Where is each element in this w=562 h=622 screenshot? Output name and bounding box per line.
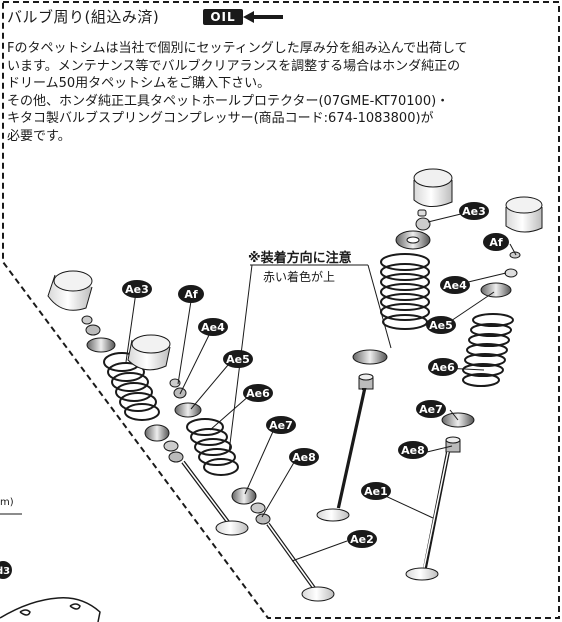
- orientation-note: ※装着方向に注意: [248, 251, 352, 266]
- stem-seal-icon: [358, 373, 374, 390]
- tappet-bucket-icon: [47, 270, 93, 311]
- part-label-ae4-right: Ae4: [440, 276, 470, 294]
- valve-spring-icon: [462, 313, 514, 387]
- part-label-ae6-right: Ae6: [428, 358, 458, 376]
- valve-icon: [181, 460, 249, 536]
- spring-retainer-icon: [174, 402, 202, 418]
- spring-seat-icon: [144, 424, 170, 442]
- part-label-ae4: Ae4: [198, 318, 228, 336]
- tappet-bucket-icon: [413, 168, 453, 207]
- unit-fragment: m): [0, 497, 14, 508]
- part-label-ae1: Ae1: [361, 482, 391, 500]
- description-line: Fのタペットシムは当社で個別にセッティングした厚み分を組み込んで出荷して: [7, 41, 468, 56]
- description-text: Fのタペットシムは当社で個別にセッティングした厚み分を組み込んで出荷して います…: [7, 40, 555, 145]
- part-label-ae3: Ae3: [122, 280, 152, 298]
- valve-cotter-icon: [415, 209, 431, 231]
- gasket-fragment-icon: [0, 597, 101, 622]
- part-label-text: Ae7: [269, 419, 293, 432]
- leader-line: [367, 264, 392, 349]
- stem-seal-icon: [250, 502, 271, 525]
- description-line: 必要です。: [7, 128, 71, 144]
- stem-seal-icon: [445, 436, 461, 453]
- part-label-text: Ae5: [226, 353, 250, 366]
- section-title: バルブ周り(組込み済): [7, 8, 160, 26]
- part-label-ae5: Ae5: [223, 350, 253, 368]
- description-line: います。メンテナンス等でバルブクリアランスを調整する場合はホンダ純正の: [7, 58, 461, 74]
- part-label-ae7-right: Ae7: [416, 400, 446, 418]
- description-line: その他、ホンダ純正工具タペットホールプロテクター(07GME-KT70100)・: [7, 93, 450, 109]
- part-label-ae6: Ae6: [243, 384, 273, 402]
- spring-retainer-icon: [480, 282, 512, 298]
- tappet-bucket-icon: [505, 196, 543, 233]
- part-label-text: Ae8: [292, 451, 316, 464]
- part-label-text: Ae6: [246, 387, 270, 400]
- part-label-text: Ae4: [443, 279, 467, 292]
- spring-retainer-icon: [395, 230, 431, 250]
- spring-seat-icon: [231, 487, 257, 505]
- spring-retainer-icon: [86, 337, 116, 353]
- part-label-text: Ae5: [429, 319, 453, 332]
- valve-cotter-icon: [81, 315, 101, 336]
- part-label-text: Ae6: [431, 361, 455, 374]
- badge-fragment: d3: [0, 561, 12, 579]
- part-label-text: Ae3: [125, 283, 149, 296]
- part-label-text: Ae3: [462, 205, 486, 218]
- part-label-ae8-right: Ae8: [398, 441, 428, 459]
- leader-lines: [125, 212, 517, 562]
- part-label-text: Ae7: [419, 403, 443, 416]
- part-label-ae3-right: Ae3: [459, 202, 489, 220]
- part-label-ae8: Ae8: [289, 448, 319, 466]
- part-label-text: Ae4: [201, 321, 225, 334]
- oil-badge: OIL: [203, 9, 243, 25]
- valve-icon: [405, 451, 450, 581]
- part-label-text: Ae1: [364, 485, 388, 498]
- description-line: キタコ製バルブスプリングコンプレッサー(商品コード:674-1083800)が: [7, 111, 434, 126]
- part-label-text: Ae8: [401, 444, 425, 457]
- svg-text:d3: d3: [0, 566, 10, 577]
- part-label-ae7: Ae7: [266, 416, 296, 434]
- part-label-text: Af: [489, 236, 503, 249]
- stem-seal-icon: [163, 440, 184, 463]
- valve-icon: [266, 522, 335, 602]
- part-label-af-right: Af: [483, 233, 509, 251]
- part-label-text: Af: [184, 288, 198, 301]
- spring-seat-icon: [352, 349, 388, 365]
- valve-icon: [316, 388, 367, 522]
- orientation-note-sub: 赤い着色が上: [263, 270, 336, 284]
- part-label-ae2: Ae2: [347, 530, 377, 548]
- part-label-ae5-right: Ae5: [426, 316, 456, 334]
- shim-icon: [504, 251, 521, 278]
- oil-arrow-icon: [243, 11, 283, 23]
- part-label-af: Af: [178, 285, 204, 303]
- part-label-text: Ae2: [350, 533, 374, 546]
- valve-spring-icon: [380, 253, 430, 330]
- valve-spring-icon: [186, 418, 239, 476]
- description-line: ドリーム50用タペットシムをご購入下さい。: [7, 76, 271, 91]
- tappet-bucket-icon: [127, 334, 171, 371]
